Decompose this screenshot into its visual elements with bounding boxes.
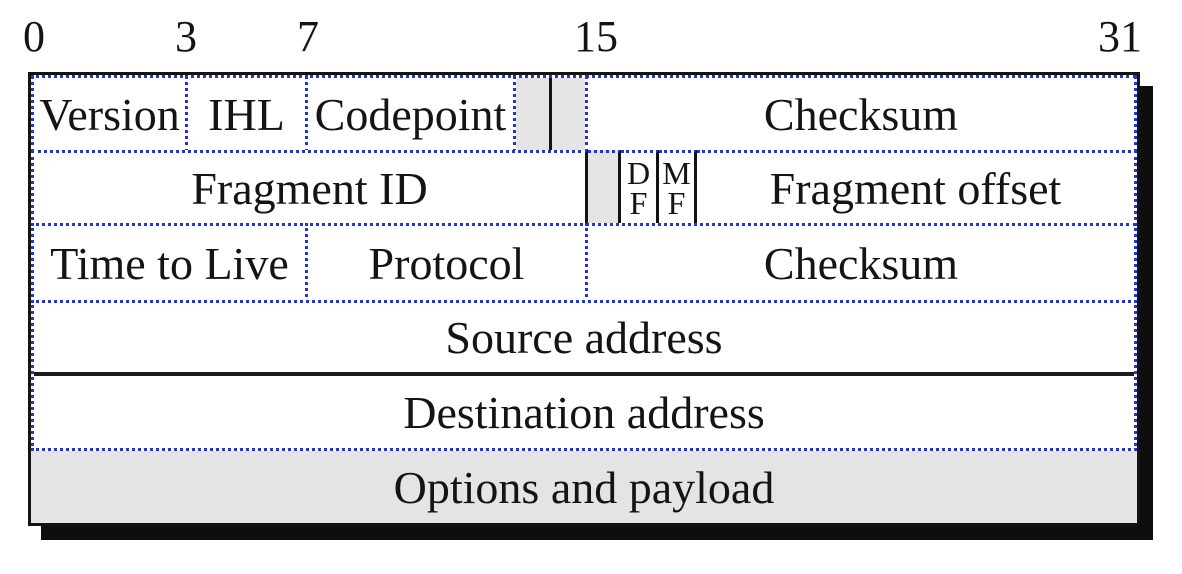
header-row-3: Time to Live Protocol Checksum (31, 223, 1137, 303)
protocol-field: Protocol (305, 223, 588, 303)
unused-bits-field (513, 75, 588, 153)
address-rows: Source address Destination address (31, 300, 1137, 451)
bit-label-31: 31 (1098, 12, 1142, 61)
df-flag-cell: D F (621, 150, 659, 226)
checksum-field-row1: Checksum (585, 75, 1137, 153)
source-address-field: Source address (445, 312, 723, 363)
codepoint-field: Codepoint (305, 75, 516, 153)
header-box: Version IHL Codepoint Checksum Fragment … (28, 72, 1140, 526)
reserved-flag-cell (588, 150, 621, 226)
time-to-live-field: Time to Live (31, 223, 308, 303)
bit-label-7: 7 (297, 12, 319, 61)
df-flag-label: D F (626, 154, 651, 221)
version-field: Version (31, 75, 188, 153)
address-block: Source address Destination address (31, 300, 1137, 451)
checksum-field-row3: Checksum (585, 223, 1137, 303)
fragment-offset-field: Fragment offset (697, 150, 1137, 226)
mf-flag-cell: M F (659, 150, 697, 226)
fragment-id-field: Fragment ID (31, 150, 588, 226)
bit-label-15: 15 (574, 12, 618, 61)
mf-flag-label: M F (662, 154, 691, 221)
bit-label-3: 3 (175, 12, 197, 61)
header-row-1: Version IHL Codepoint Checksum (31, 75, 1137, 153)
header-row-2: Fragment ID D F M F Fragment offset (31, 150, 1137, 226)
unused-bits-divider (549, 78, 552, 150)
bit-label-0: 0 (23, 12, 45, 61)
destination-address-field: Destination address (403, 386, 765, 438)
options-and-payload-field: Options and payload (31, 451, 1137, 523)
header-row-6: Options and payload (31, 451, 1137, 523)
ihl-field: IHL (185, 75, 308, 153)
unused-bit-cell (516, 78, 549, 150)
unused-bit-cell (552, 78, 585, 150)
address-divider-line (34, 372, 1134, 376)
